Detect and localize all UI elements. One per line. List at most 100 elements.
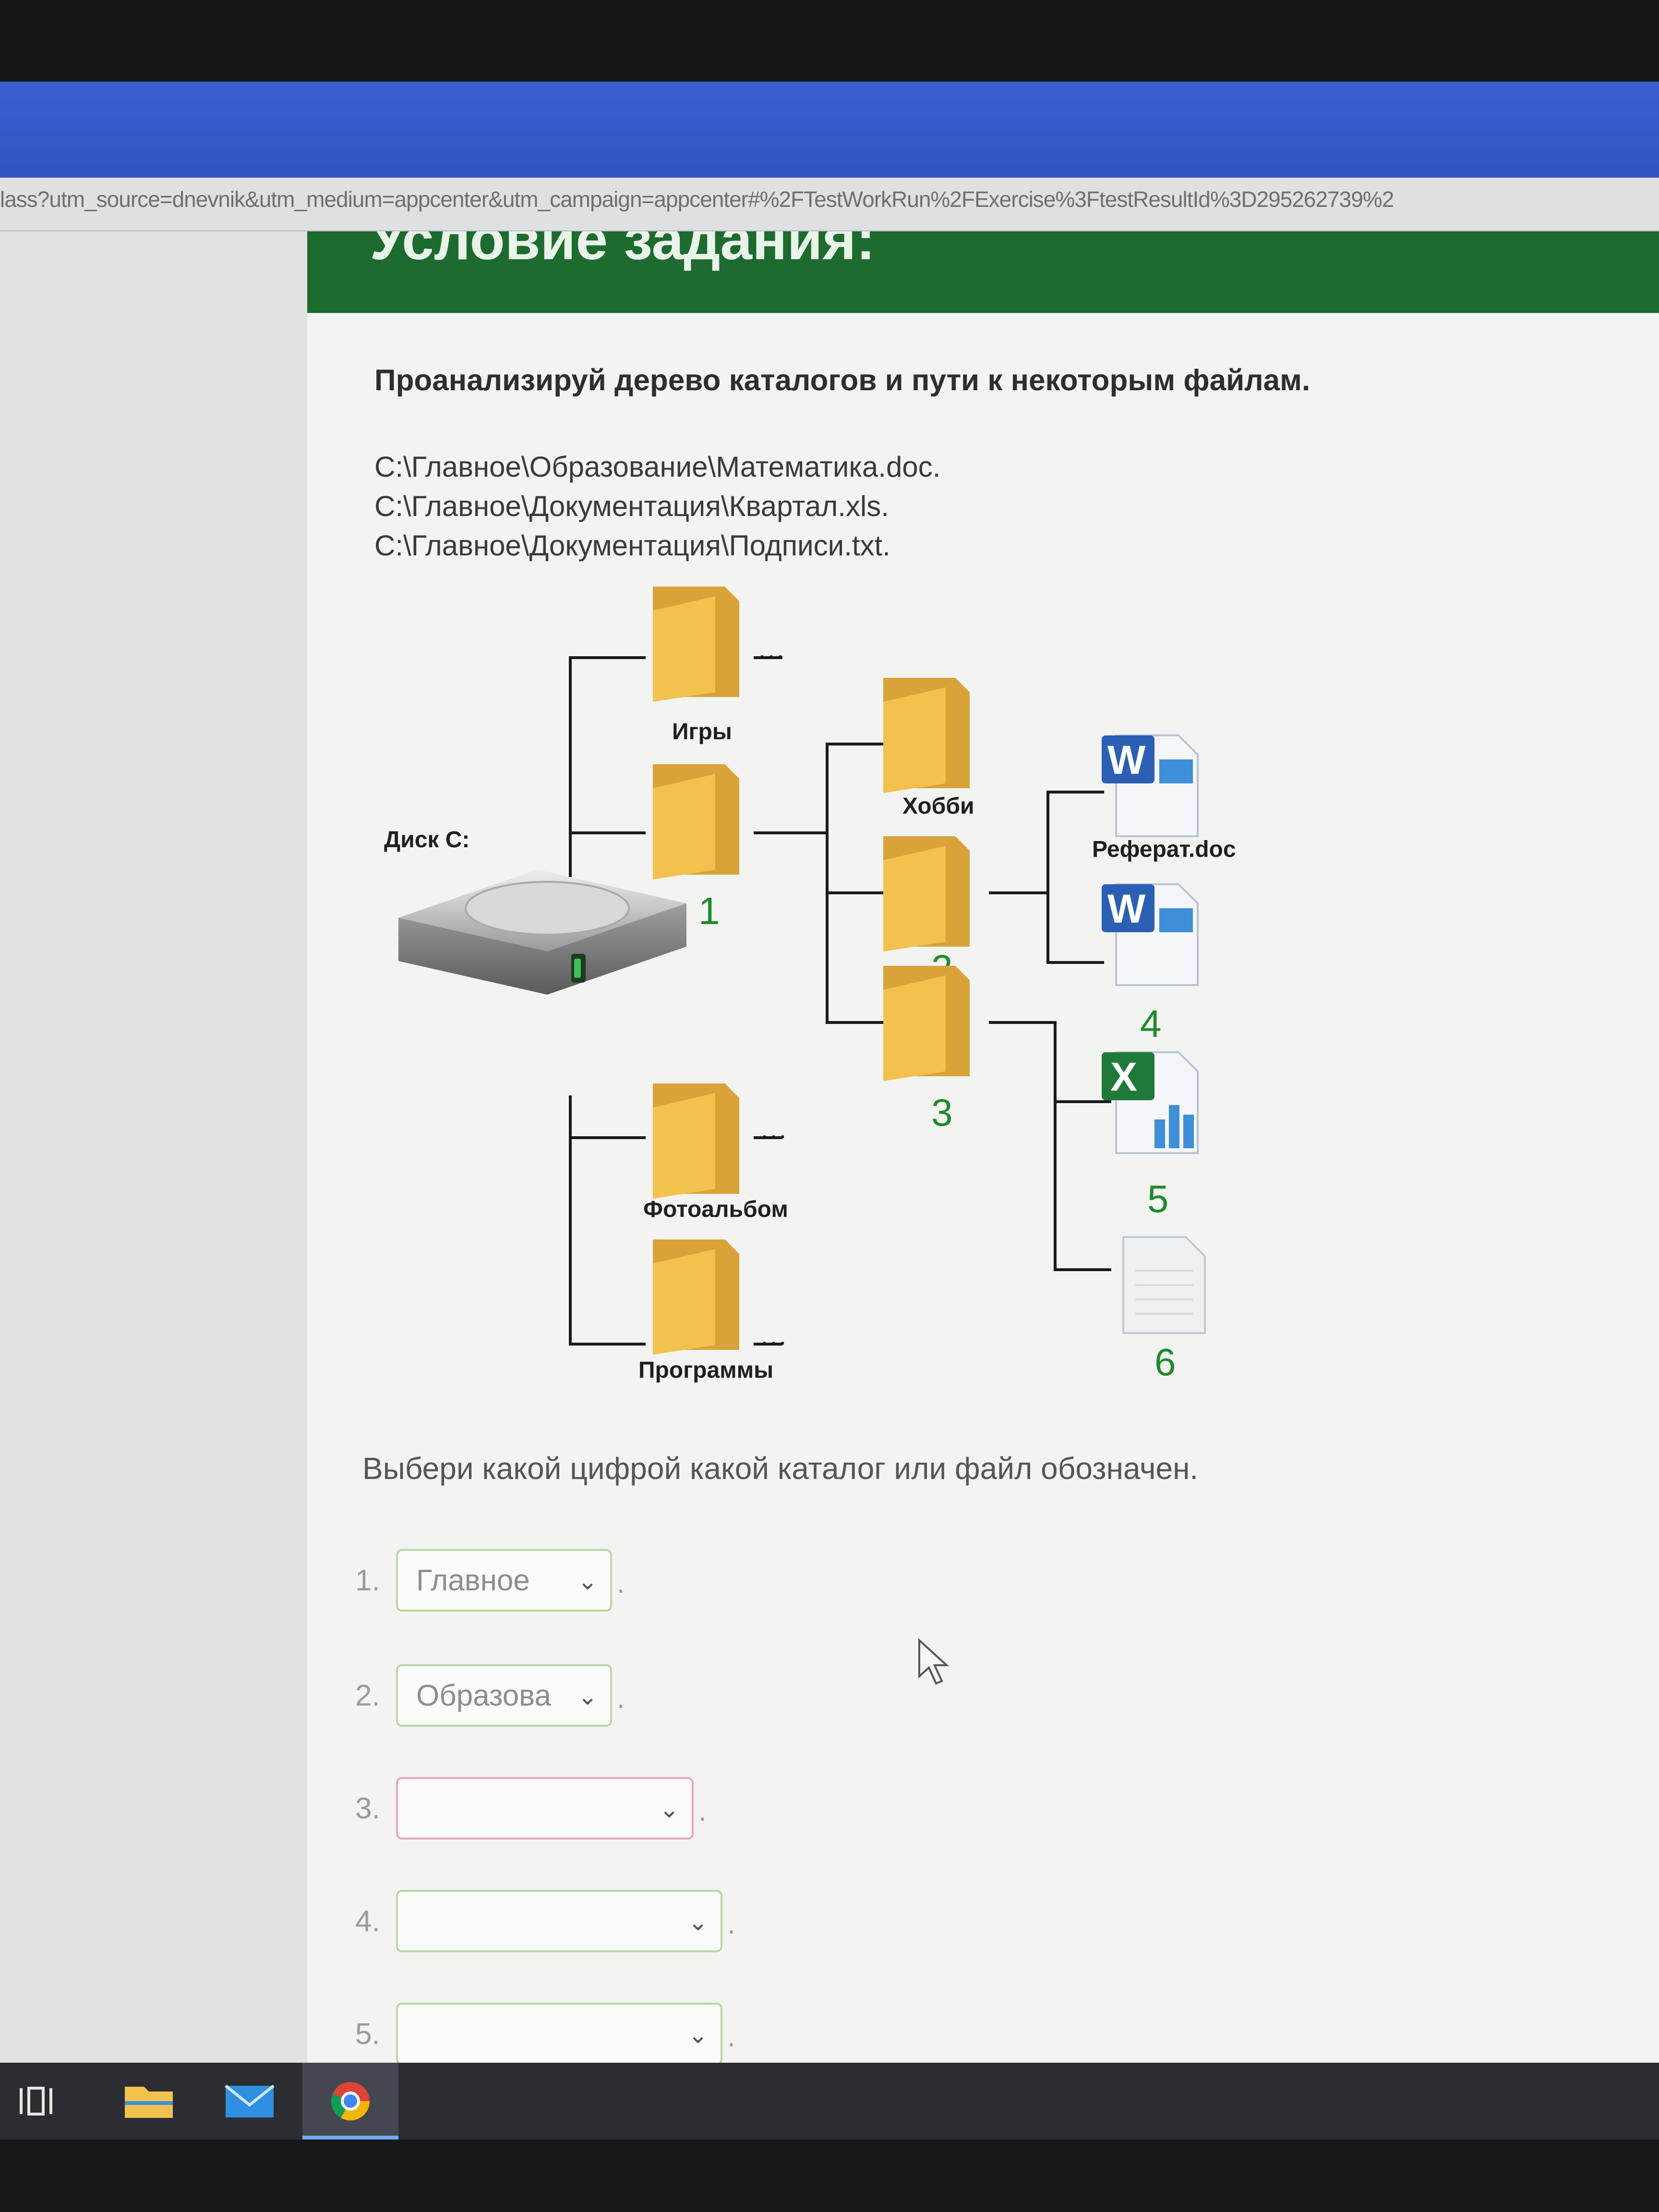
diagram-number-6: 6 bbox=[1154, 1341, 1176, 1383]
folder-label-hobby: Хобби bbox=[902, 793, 974, 819]
answer-row: 2. Образова ⌄ . bbox=[355, 1664, 691, 1731]
folder-label-photo: Фотоальбом bbox=[643, 1197, 788, 1222]
branch-ellipsis: ... bbox=[761, 1115, 789, 1144]
answer-suffix: . bbox=[727, 1908, 735, 1940]
answer-number: 2. bbox=[355, 1679, 380, 1712]
address-url[interactable]: lass?utm_source=dnevnik&utm_medium=appce… bbox=[0, 187, 1394, 212]
answer-row: 1. Главное ⌄ . bbox=[355, 1549, 691, 1616]
svg-text:W: W bbox=[1107, 737, 1146, 782]
taskbar bbox=[0, 2063, 1659, 2140]
tree-line bbox=[826, 743, 829, 1023]
tree-line bbox=[826, 891, 883, 894]
svg-text:W: W bbox=[1107, 886, 1146, 931]
folder-icon bbox=[653, 1083, 739, 1199]
answer-select-value: Образова bbox=[416, 1679, 551, 1712]
tree-line bbox=[754, 656, 782, 659]
chrome-button[interactable] bbox=[302, 2063, 398, 2140]
task-prompt: Проанализируй дерево каталогов и пути к … bbox=[374, 364, 1310, 397]
answer-row: 3. ⌄ . bbox=[355, 1777, 739, 1844]
tree-line bbox=[569, 656, 646, 659]
tree-line bbox=[1054, 1100, 1111, 1103]
tree-line bbox=[569, 656, 572, 877]
tree-line bbox=[754, 1136, 782, 1139]
branch-ellipsis: ... bbox=[761, 1322, 789, 1350]
tree-line bbox=[1046, 791, 1104, 793]
task-header-title: Условие задания: bbox=[370, 231, 876, 272]
tree-line bbox=[826, 743, 883, 745]
question-text: Выбери какой цифрой какой каталог или фа… bbox=[362, 1451, 1199, 1486]
text-document-icon bbox=[1122, 1236, 1206, 1334]
tree-line bbox=[754, 1343, 782, 1346]
mouse-cursor-icon bbox=[918, 1638, 950, 1685]
answer-number: 1. bbox=[355, 1564, 380, 1597]
diagram-number-4: 4 bbox=[1140, 1002, 1162, 1045]
browser-title-bar bbox=[0, 82, 1659, 178]
answer-row: 4. ⌄ . bbox=[355, 1890, 739, 1957]
chevron-down-icon: ⌄ bbox=[659, 1796, 679, 1823]
monitor-bezel-top bbox=[0, 0, 1659, 82]
svg-text:X: X bbox=[1110, 1054, 1137, 1099]
folder-label-games: Игры bbox=[672, 719, 732, 745]
tree-line bbox=[1046, 961, 1104, 964]
task-view-icon bbox=[20, 2087, 52, 2116]
diagram-number-3: 3 bbox=[931, 1091, 953, 1134]
tree-line bbox=[569, 831, 646, 834]
tree-line bbox=[569, 1095, 572, 1343]
tree-line bbox=[569, 1136, 646, 1139]
tree-line bbox=[989, 891, 1046, 894]
hard-drive-icon bbox=[398, 870, 686, 995]
file-path: C:\Главное\Образование\Математика.doc. bbox=[374, 451, 941, 483]
task-card: Условие задания: Проанализируй дерево ка… bbox=[307, 231, 1659, 2065]
chevron-down-icon: ⌄ bbox=[577, 1568, 598, 1595]
answer-select[interactable]: Главное ⌄ bbox=[396, 1549, 612, 1611]
file-explorer-icon bbox=[125, 2087, 173, 2118]
page-viewport: Условие задания: Проанализируй дерево ка… bbox=[0, 231, 1659, 2065]
diagram-number-1: 1 bbox=[698, 890, 720, 932]
folder-icon bbox=[653, 764, 739, 879]
address-bar[interactable] bbox=[0, 178, 1659, 231]
directory-tree-diagram: ... ... ... bbox=[307, 577, 1659, 1451]
file-path: C:\Главное\Документация\Квартал.xls. bbox=[374, 490, 889, 522]
tree-line bbox=[1054, 1021, 1057, 1271]
folder-icon bbox=[653, 587, 739, 702]
answer-select-value: Главное bbox=[416, 1564, 530, 1597]
word-document-icon: W bbox=[1102, 734, 1199, 837]
monitor-bezel-bottom bbox=[0, 2140, 1659, 2212]
folder-icon bbox=[883, 678, 970, 793]
tree-line bbox=[989, 1021, 1056, 1024]
excel-document-icon: X bbox=[1102, 1051, 1199, 1154]
mail-button[interactable] bbox=[202, 2063, 298, 2140]
tree-line bbox=[569, 1343, 646, 1346]
chrome-icon bbox=[331, 2082, 370, 2121]
answer-select[interactable]: ⌄ bbox=[396, 2003, 722, 2065]
tree-line bbox=[754, 831, 826, 834]
task-view-button[interactable] bbox=[0, 2063, 96, 2140]
file-explorer-button[interactable] bbox=[101, 2063, 197, 2140]
tree-line bbox=[1054, 1268, 1111, 1271]
task-header: Условие задания: bbox=[307, 231, 1659, 313]
mail-icon bbox=[225, 2084, 275, 2117]
answer-number: 3. bbox=[355, 1792, 380, 1825]
answer-row: 5. ⌄ . bbox=[355, 2003, 739, 2070]
diagram-number-5: 5 bbox=[1147, 1178, 1169, 1220]
word-document-icon: W bbox=[1102, 883, 1199, 986]
chevron-down-icon: ⌄ bbox=[688, 2021, 708, 2048]
answer-select[interactable]: Образова ⌄ bbox=[396, 1664, 612, 1727]
file-label-referat: Реферат.doc bbox=[1092, 837, 1236, 862]
tree-line bbox=[1046, 791, 1049, 963]
answer-suffix: . bbox=[698, 1795, 707, 1827]
answer-suffix: . bbox=[617, 1682, 625, 1714]
folder-icon bbox=[883, 836, 970, 951]
left-gutter bbox=[0, 231, 307, 2063]
answer-select[interactable]: ⌄ bbox=[396, 1890, 722, 1952]
disk-label: Диск C: bbox=[384, 827, 470, 853]
chevron-down-icon: ⌄ bbox=[688, 1909, 708, 1936]
tree-line bbox=[826, 1021, 883, 1024]
branch-ellipsis: ... bbox=[758, 635, 786, 664]
answer-select[interactable]: ⌄ bbox=[396, 1777, 694, 1839]
folder-icon bbox=[883, 966, 970, 1081]
answer-number: 5. bbox=[355, 2018, 380, 2051]
answer-suffix: . bbox=[727, 2020, 735, 2053]
file-paths: C:\Главное\Образование\Математика.doc. C… bbox=[374, 447, 940, 565]
folder-icon bbox=[653, 1239, 739, 1355]
